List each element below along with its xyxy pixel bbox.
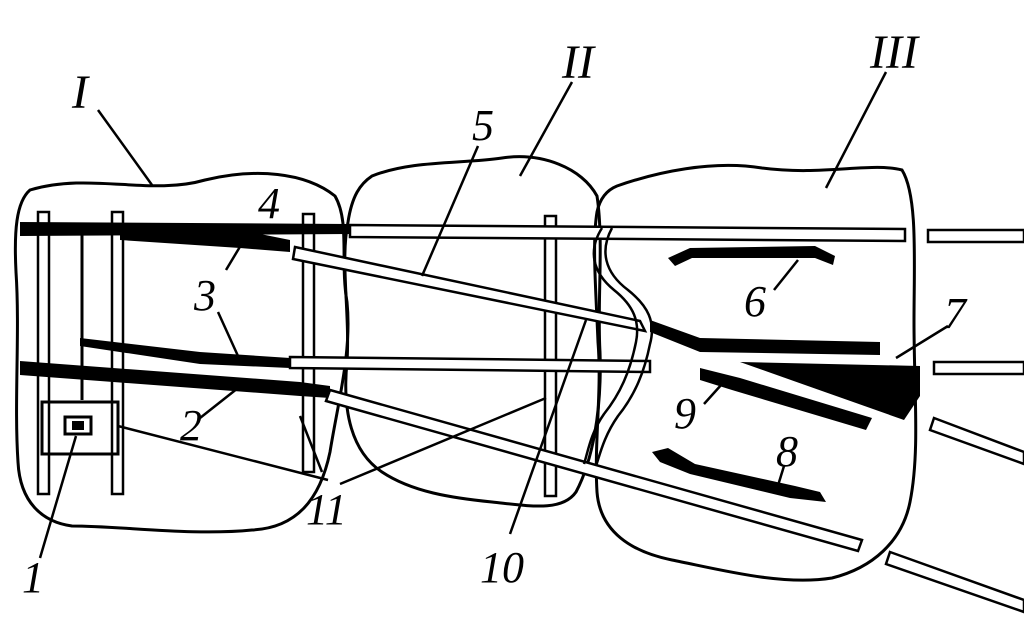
leader-zone-1 [96,109,154,186]
label-zone-2: II [561,36,596,89]
leader-6 [773,259,799,291]
leader-3 [216,311,240,357]
label-1: 1 [22,553,44,602]
leader-7 [895,324,949,360]
switch-point-lower [80,338,290,368]
upper-stock-rail [20,222,350,236]
label-5: 5 [472,101,494,150]
zone-seam-left [582,227,639,465]
fish-plate-1 [40,400,120,456]
leader-11a [117,424,329,482]
zone-2-outline [343,155,602,508]
wing-rail-lower [700,368,872,430]
zone-3-outline [593,163,918,582]
sleeper-3 [301,212,316,474]
lower-closure-rail [324,388,864,553]
leader-11b [339,396,547,486]
stock-rails [20,222,350,398]
leader-zone-2 [518,81,574,177]
leader-11c [298,415,324,473]
label-9: 9 [674,389,696,438]
label-11: 11 [306,485,347,534]
extension-middle [932,360,1024,376]
extension-lower [884,550,1024,614]
label-10: 10 [480,543,524,592]
fish-plate-1-core [72,421,84,430]
extension-upper [926,228,1024,244]
sleeper-1 [36,210,51,496]
frog-assembly [650,246,920,502]
leader-9 [703,383,723,405]
label-4: 4 [258,179,280,228]
label-3: 3 [193,271,216,320]
zone-1-outline [13,171,350,534]
guard-rail-lower [652,448,826,502]
label-zone-1: I [71,66,90,119]
sleeper-4 [543,214,558,498]
sleepers [36,210,558,498]
wing-rail-upper [650,320,880,355]
straight-closure-rail [348,223,907,243]
extension-diverging [928,416,1024,466]
frog-wedge [740,362,920,420]
label-zone-3: III [869,26,920,79]
leader-5 [420,145,480,277]
diverging-closure-rail [291,245,648,333]
sleeper-2 [110,210,125,496]
label-6: 6 [744,277,766,326]
leader-2 [199,387,239,419]
lower-stock-rail [20,361,330,398]
label-7: 7 [944,289,968,338]
label-8: 8 [776,427,798,476]
middle-closure-rail [288,355,652,374]
rail-extensions [884,228,1024,614]
leader-lines [38,71,949,559]
leader-4 [224,229,252,271]
leader-8 [774,465,786,493]
fish-plate-1-inner [63,415,93,436]
leader-zone-3 [824,71,888,189]
leader-1 [38,435,78,559]
label-2: 2 [180,401,202,450]
zone-seam-right [594,227,654,467]
leader-10 [508,319,588,535]
closure-rails [288,223,907,553]
guard-rail-upper [668,246,835,266]
